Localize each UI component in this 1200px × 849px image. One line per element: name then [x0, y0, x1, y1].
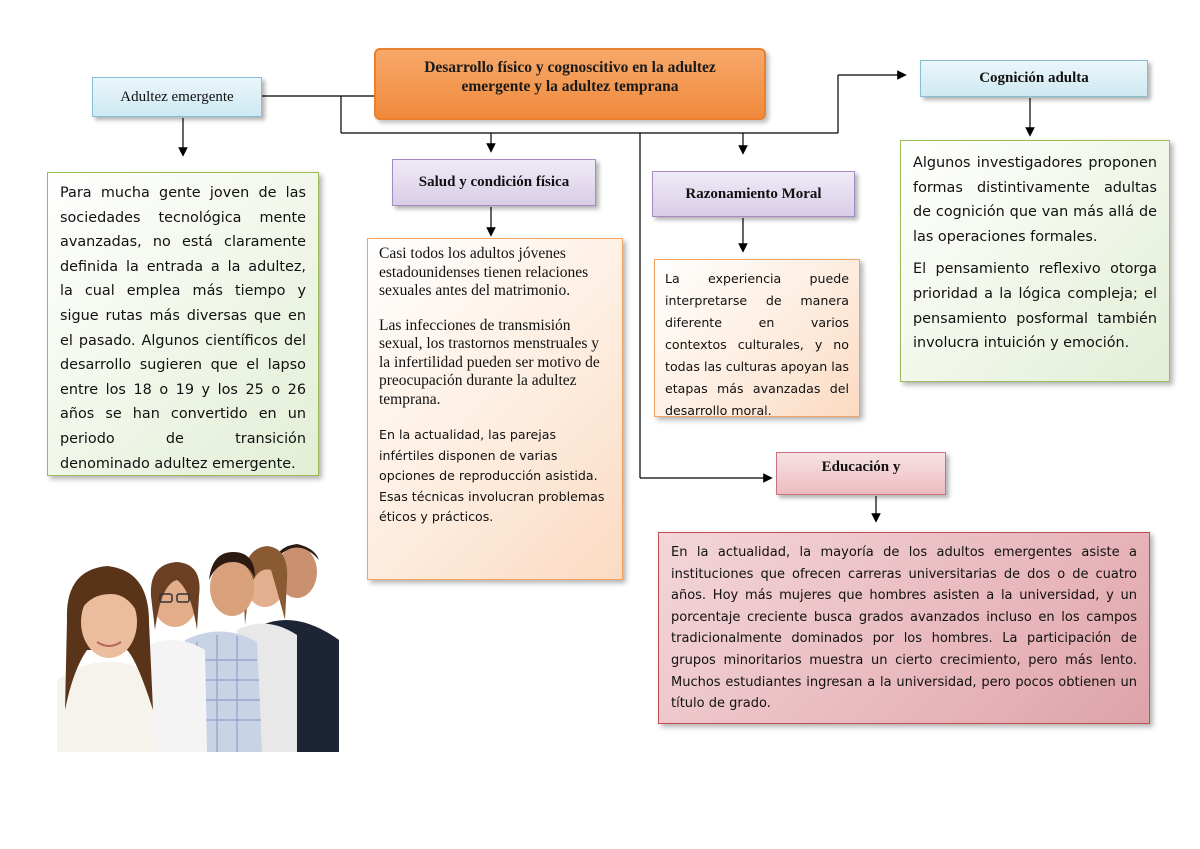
panel-adultez-emergente-text: Para mucha gente joven de las sociedades…	[60, 185, 306, 472]
panel-razonamiento-moral: La experiencia puede interpretarse de ma…	[654, 259, 860, 417]
panel-razonamiento-moral-text: La experiencia puede interpretarse de ma…	[665, 271, 849, 417]
panel-salud-p2: Las infecciones de transmisión sexual, l…	[379, 316, 600, 408]
panel-cognicion-adulta: Algunos investigadores proponen formas d…	[900, 140, 1170, 382]
panel-cognicion-adulta-p1: Algunos investigadores proponen formas d…	[913, 155, 1157, 245]
panel-cognicion-adulta-p2: El pensamiento reflexivo otorga priorida…	[913, 261, 1157, 352]
panel-salud-p3: En la actualidad, las parejas infértiles…	[379, 427, 605, 524]
node-salud: Salud y condición física	[392, 159, 596, 206]
panel-adultez-emergente: Para mucha gente joven de las sociedades…	[47, 172, 319, 476]
diagram-title: Desarrollo físico y cognoscitivo en la a…	[374, 48, 766, 120]
panel-educacion: En la actualidad, la mayoría de los adul…	[658, 532, 1150, 724]
node-razonamiento-moral: Razonamiento Moral	[652, 171, 855, 217]
panel-educacion-text: En la actualidad, la mayoría de los adul…	[671, 545, 1137, 712]
node-adultez-emergente: Adultez emergente	[92, 77, 262, 117]
node-salud-label: Salud y condición física	[418, 174, 570, 190]
node-adultez-emergente-label: Adultez emergente	[120, 88, 234, 105]
node-educacion: Educación y	[776, 452, 946, 495]
node-educacion-label: Educación y	[821, 459, 901, 475]
group-of-young-adults-photo	[57, 530, 339, 752]
diagram-title-text: Desarrollo físico y cognoscitivo en la a…	[424, 59, 716, 95]
node-cognicion-adulta-label: Cognición adulta	[979, 70, 1089, 86]
people-illustration-icon	[57, 530, 339, 752]
node-razonamiento-moral-label: Razonamiento Moral	[685, 185, 822, 202]
panel-salud-p1: Casi todos los adultos jóvenes estadouni…	[379, 245, 589, 299]
node-cognicion-adulta: Cognición adulta	[920, 60, 1148, 97]
panel-salud: Casi todos los adultos jóvenes estadouni…	[367, 238, 623, 580]
